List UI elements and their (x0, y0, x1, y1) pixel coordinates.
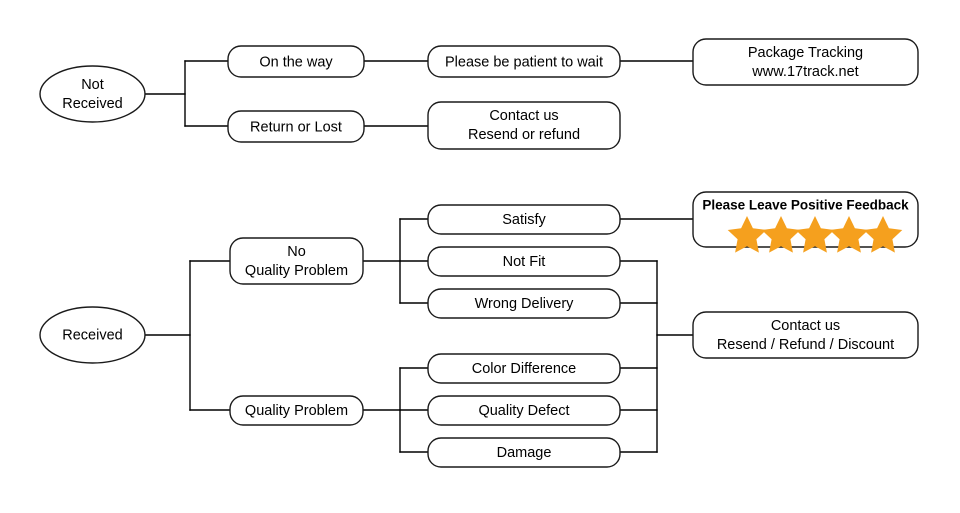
wrong-delivery-label: Wrong Delivery (475, 296, 575, 312)
connectors-not-received (144, 60, 694, 127)
node-positive-feedback[interactable]: Please Leave Positive Feedback (692, 191, 919, 253)
no-quality-problem-label-line1: No (287, 244, 306, 260)
please-be-patient-label: Please be patient to wait (445, 54, 603, 70)
positive-feedback-label: Please Leave Positive Feedback (702, 198, 909, 213)
node-not-fit[interactable]: Not Fit (427, 246, 621, 277)
contact-discount-label-line1: Contact us (771, 318, 840, 334)
node-wrong-delivery[interactable]: Wrong Delivery (427, 288, 621, 319)
star-icon-2[interactable] (761, 216, 801, 253)
on-the-way-box (227, 45, 365, 78)
quality-defect-box (427, 395, 621, 426)
node-package-tracking[interactable]: Package Tracking www.17track.net (692, 38, 919, 86)
please-be-patient-box (427, 45, 621, 78)
node-contact-resend-refund-discount[interactable]: Contact us Resend / Refund / Discount (692, 311, 919, 359)
node-please-be-patient[interactable]: Please be patient to wait (427, 45, 621, 78)
received-label: Received (62, 327, 122, 343)
star-icon-5[interactable] (863, 216, 903, 253)
on-the-way-label: On the way (259, 54, 333, 70)
quality-problem-label: Quality Problem (245, 403, 348, 419)
node-received[interactable]: Received (39, 306, 146, 364)
contact-discount-label-line2: Resend / Refund / Discount (717, 337, 894, 353)
package-tracking-label-line1: Package Tracking (748, 45, 863, 61)
node-damage[interactable]: Damage (427, 437, 621, 468)
rating-stars[interactable] (727, 216, 903, 253)
node-quality-defect[interactable]: Quality Defect (427, 395, 621, 426)
not-received-label-line2: Received (62, 96, 122, 112)
damage-box (427, 437, 621, 468)
quality-problem-box (229, 395, 364, 426)
wrong-delivery-box (427, 288, 621, 319)
no-quality-problem-label-line2: Quality Problem (245, 263, 348, 279)
no-quality-problem-box (229, 237, 364, 285)
color-difference-label: Color Difference (472, 361, 577, 377)
contact-resend-refund-label-line1: Contact us (489, 108, 558, 124)
satisfy-box (427, 204, 621, 235)
return-or-lost-box (227, 110, 365, 143)
node-no-quality-problem[interactable]: No Quality Problem (229, 237, 364, 285)
node-on-the-way[interactable]: On the way (227, 45, 365, 78)
quality-defect-label: Quality Defect (478, 403, 569, 419)
node-color-difference[interactable]: Color Difference (427, 353, 621, 384)
star-icon-3[interactable] (795, 216, 835, 253)
color-difference-box (427, 353, 621, 384)
node-return-or-lost[interactable]: Return or Lost (227, 110, 365, 143)
node-quality-problem[interactable]: Quality Problem (229, 395, 364, 426)
star-icon-4[interactable] (829, 216, 869, 253)
contact-resend-refund-box (427, 101, 621, 150)
contact-resend-refund-label-line2: Resend or refund (468, 127, 580, 143)
return-or-lost-label: Return or Lost (250, 119, 342, 135)
node-not-received[interactable]: Not Received (39, 65, 146, 123)
not-fit-label: Not Fit (503, 254, 546, 270)
damage-label: Damage (497, 445, 552, 461)
received-ellipse (39, 306, 146, 364)
package-tracking-box (692, 38, 919, 86)
star-icon-1[interactable] (727, 216, 767, 253)
satisfy-label: Satisfy (502, 212, 546, 228)
contact-resend-refund-discount-box (692, 311, 919, 359)
node-satisfy[interactable]: Satisfy (427, 204, 621, 235)
node-contact-resend-or-refund[interactable]: Contact us Resend or refund (427, 101, 621, 150)
not-received-ellipse (39, 65, 146, 123)
not-fit-box (427, 246, 621, 277)
connectors-received (144, 218, 694, 453)
package-tracking-url: www.17track.net (751, 64, 858, 80)
not-received-label-line1: Not (81, 77, 104, 93)
